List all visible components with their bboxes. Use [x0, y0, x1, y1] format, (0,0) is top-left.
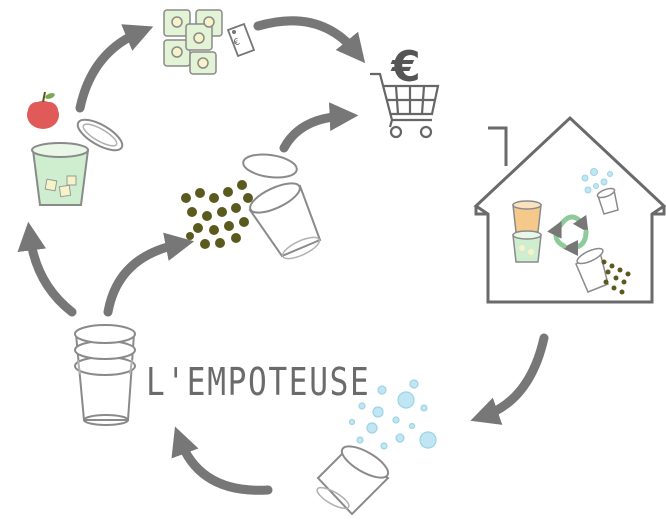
wash-cup-icon — [316, 445, 390, 516]
arrow-pellets-to-cart — [279, 102, 359, 153]
arrow-stack-to-apple — [17, 221, 77, 317]
cup-lid-icon — [76, 118, 124, 152]
shopping-cart-icon — [370, 72, 440, 139]
cart-euro-symbol: € — [391, 42, 421, 91]
home-tilted-cup-icon — [575, 247, 609, 293]
house-icon — [473, 115, 666, 304]
home-bubbles-icon — [581, 168, 613, 194]
arrow-stack-to-pellets — [103, 232, 195, 317]
home-empty-cup-icon — [596, 187, 619, 215]
wash-bubbles-icon — [348, 379, 437, 450]
home-pellets-icon — [601, 259, 631, 295]
brand-logo-text: L'EMPOTEUSE — [146, 360, 371, 404]
recycle-icon — [547, 214, 589, 256]
arrow-apple-to-packs — [75, 24, 154, 113]
arrow-packs-to-cart — [253, 16, 366, 64]
cycle-arrows — [17, 16, 549, 495]
arrow-house-down — [470, 333, 549, 425]
home-cups-icon — [512, 200, 542, 263]
price-tag-icon — [226, 22, 256, 58]
packaged-cups-icon — [163, 9, 223, 75]
pellets-icon — [181, 180, 253, 249]
stacked-cups-icon — [74, 324, 136, 426]
arrow-bubbles-to-brand — [171, 426, 273, 495]
new-cup-icon — [242, 153, 322, 260]
apple-icon — [27, 91, 59, 129]
filled-cup-icon — [31, 142, 90, 206]
